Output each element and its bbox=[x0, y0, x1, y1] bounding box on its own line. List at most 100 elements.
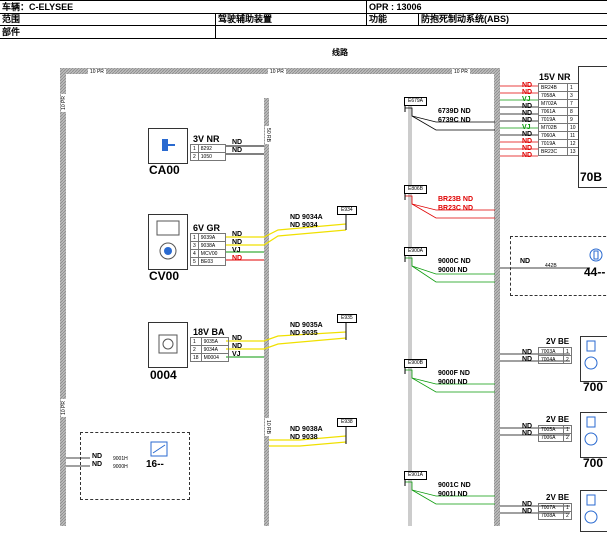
c16-optional-frame bbox=[80, 432, 190, 500]
c700c-component[interactable] bbox=[580, 490, 607, 532]
pin-wire-id: 9001H bbox=[113, 456, 128, 462]
wire-color: VJ bbox=[522, 96, 531, 103]
ca00-connector: 3V NR bbox=[193, 134, 220, 144]
c700b-component[interactable] bbox=[580, 412, 607, 458]
splice-line: ND 9035 bbox=[290, 330, 318, 337]
c700c-connector: 2V BE bbox=[546, 493, 570, 502]
ca00-component[interactable] bbox=[148, 128, 188, 164]
pin-number: 12 bbox=[567, 139, 579, 148]
c70b-code: 70B bbox=[580, 170, 603, 184]
c16-component[interactable] bbox=[150, 441, 168, 457]
wire bbox=[411, 489, 495, 505]
part-label: 部件 bbox=[0, 26, 216, 38]
wire-color: ND bbox=[522, 349, 533, 356]
c44-code: 44-- bbox=[584, 265, 606, 279]
pin-wire-id: 442B bbox=[545, 263, 557, 269]
splice-tag: E935 bbox=[337, 314, 357, 323]
splice-line: ND 9038A bbox=[290, 426, 323, 433]
wire-color: ND bbox=[522, 501, 533, 508]
wire bbox=[226, 337, 347, 350]
wire bbox=[411, 265, 495, 283]
wire bbox=[411, 377, 495, 393]
pin-wire-id: MCV00 bbox=[197, 249, 226, 258]
wire-color: ND bbox=[522, 508, 533, 515]
wire bbox=[269, 441, 347, 447]
pin-number: 2 bbox=[563, 433, 572, 442]
c700b-connector: 2V BE bbox=[546, 415, 570, 424]
pin-wire-id: 9000H bbox=[113, 464, 128, 470]
pin-wire-id: 7007A bbox=[538, 503, 564, 512]
wire-color: ND bbox=[520, 258, 531, 265]
wire-color: ND bbox=[522, 138, 533, 145]
pin-number: 2 bbox=[190, 345, 202, 354]
splice-line: ND 9034A bbox=[290, 214, 323, 221]
splice-line: 6739C ND bbox=[438, 117, 471, 124]
scope-value: 驾驶辅助装置 bbox=[216, 13, 367, 25]
wire-color: ND bbox=[522, 145, 533, 152]
wire-color: ND bbox=[232, 239, 243, 246]
pin-number: 1 bbox=[190, 337, 202, 346]
pin-number: 18 bbox=[190, 353, 202, 362]
splice-line: ND 9035A bbox=[290, 322, 323, 329]
c700a-component[interactable] bbox=[580, 336, 607, 382]
function-value: 防抱死制动系统(ABS) bbox=[421, 14, 509, 24]
pin-number: 1 bbox=[190, 233, 199, 242]
pin-wire-id: BR23C bbox=[538, 147, 568, 156]
rail-label: 10 RB bbox=[264, 418, 271, 436]
header-row-2: 范围 驾驶辅助装置 功能 防抱死制动系统(ABS) bbox=[0, 13, 607, 26]
splice-line: 9000C ND bbox=[438, 258, 471, 265]
brake-sensor-icon bbox=[150, 441, 168, 457]
pin-number: 3 bbox=[190, 241, 199, 250]
gauge-icon bbox=[158, 334, 178, 354]
pin-wire-id: 9038A bbox=[197, 241, 226, 250]
ca00-code: CA00 bbox=[149, 163, 180, 177]
wheel-speed-sensor-icon bbox=[584, 494, 598, 524]
pin-number: 5 bbox=[190, 257, 199, 266]
cv00-component[interactable] bbox=[148, 214, 188, 270]
pin-wire-id: 9039A bbox=[197, 233, 226, 242]
section-title: 线路 bbox=[332, 48, 348, 57]
wire-color: ND bbox=[522, 423, 533, 430]
pin-wire-id: 7058A bbox=[538, 91, 568, 100]
wire-color: ND bbox=[232, 231, 243, 238]
pin-wire-id: 7003A bbox=[538, 347, 564, 356]
wire bbox=[411, 203, 495, 219]
pin-number: 1 bbox=[563, 425, 572, 434]
splice-tag: E934 bbox=[337, 206, 357, 215]
splice-line: ND 9034 bbox=[290, 222, 318, 229]
rail-label: 10 PR bbox=[88, 69, 106, 75]
c0004-component[interactable] bbox=[148, 322, 188, 368]
wheel-speed-sensor-icon bbox=[584, 340, 598, 370]
pin-wire-id: 7019A bbox=[538, 115, 568, 124]
splice-tag: E900B bbox=[404, 359, 428, 368]
rail-left bbox=[60, 68, 66, 526]
rail-mid bbox=[264, 98, 269, 526]
splice-tag: E679A bbox=[404, 97, 428, 106]
pin-number: 3 bbox=[567, 91, 579, 100]
wire-color: ND bbox=[522, 356, 533, 363]
wire bbox=[269, 435, 347, 441]
rail-label: 10 PR bbox=[452, 69, 470, 75]
wire bbox=[226, 223, 347, 238]
pin-number: 9 bbox=[567, 115, 579, 124]
pin-number: 10 bbox=[567, 123, 579, 132]
pin-number: 1 bbox=[190, 144, 199, 153]
splice-tag: E901A bbox=[404, 471, 428, 480]
c44-component[interactable] bbox=[588, 248, 604, 262]
pin-number: 8 bbox=[567, 107, 579, 116]
c70b-component[interactable] bbox=[578, 66, 607, 188]
wire-color: ND bbox=[522, 110, 533, 117]
pin-number: 2 bbox=[190, 152, 199, 161]
pin-number: 1 bbox=[567, 83, 579, 92]
wheel-sensor-icon bbox=[589, 248, 603, 262]
wheel-speed-sensor-icon bbox=[584, 416, 598, 446]
pin-number: 1 bbox=[563, 503, 572, 512]
rail-label: 10 PR bbox=[268, 69, 286, 75]
splice-line: ND 9038 bbox=[290, 434, 318, 441]
pin-wire-id: 9034A bbox=[200, 345, 229, 354]
